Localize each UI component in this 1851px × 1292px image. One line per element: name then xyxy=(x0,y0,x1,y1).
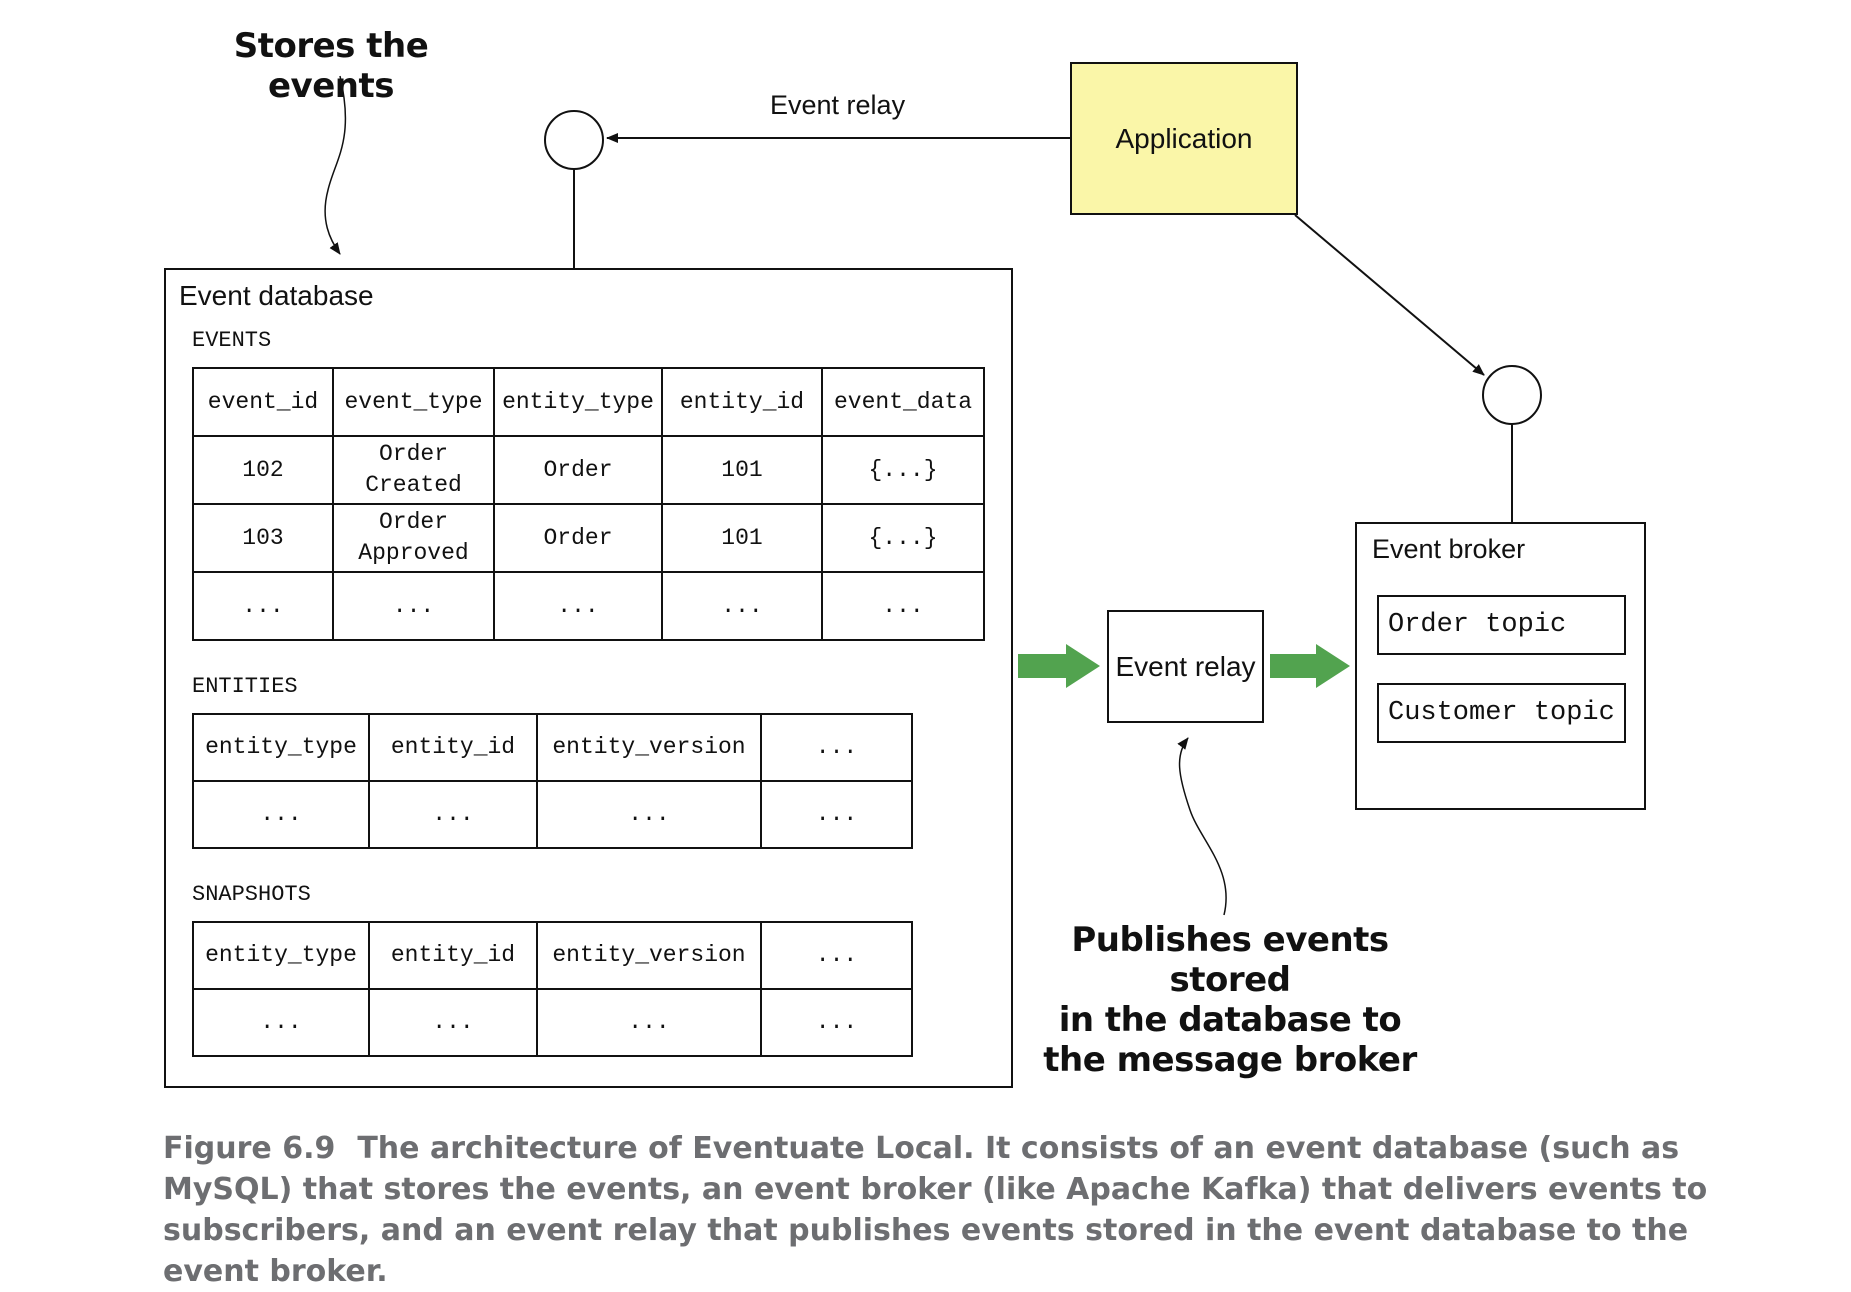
table-cell: ... xyxy=(332,571,495,641)
table-cell: {...} xyxy=(821,435,985,505)
event-relay-box: Event relay xyxy=(1107,610,1264,723)
events-header-cell: event_type xyxy=(332,367,495,437)
snapshots-table-label: SNAPSHOTS xyxy=(192,882,311,907)
customer-topic-box: Customer topic xyxy=(1377,683,1626,743)
snapshots-header-cell: entity_type xyxy=(192,921,370,990)
table-cell: ... xyxy=(368,780,538,849)
entities-table: entity_type entity_id entity_version ...… xyxy=(192,713,913,849)
table-row: 103 Order Approved Order 101 {...} xyxy=(192,503,985,573)
events-header-row: event_id event_type entity_type entity_i… xyxy=(192,367,985,437)
order-topic-box: Order topic xyxy=(1377,595,1626,655)
table-row: ... ... ... ... ... xyxy=(192,571,985,641)
diagram-canvas xyxy=(324,75,1542,916)
table-cell: 101 xyxy=(661,435,823,505)
entities-header-row: entity_type entity_id entity_version ... xyxy=(192,713,913,782)
snapshots-header-cell: ... xyxy=(760,921,913,990)
event-broker-title: Event broker xyxy=(1372,534,1526,564)
event-broker-port-circle xyxy=(1482,365,1542,425)
table-cell: ... xyxy=(536,988,762,1057)
event-relay-top-label: Event relay xyxy=(770,90,906,120)
publishes-callout-arrow xyxy=(1177,737,1227,916)
relay-to-broker-green-arrow xyxy=(1270,644,1350,688)
table-cell: 102 xyxy=(192,435,334,505)
table-row: 102 Order Created Order 101 {...} xyxy=(192,435,985,505)
event-database-port-circle xyxy=(544,110,604,170)
figure-number: Figure 6.9 xyxy=(163,1131,336,1166)
events-header-cell: entity_type xyxy=(493,367,663,437)
application-label: Application xyxy=(1115,122,1253,154)
table-row: ... ... ... ... xyxy=(192,988,913,1057)
publishes-callout-line-2: in the database to xyxy=(1058,1000,1402,1040)
table-row: ... ... ... ... xyxy=(192,780,913,849)
publishes-callout-line-1: Publishes events stored xyxy=(1071,920,1389,1000)
snapshots-table: entity_type entity_id entity_version ...… xyxy=(192,921,913,1057)
table-cell: Order Created xyxy=(332,435,495,505)
snapshots-header-row: entity_type entity_id entity_version ... xyxy=(192,921,913,990)
event-database-box xyxy=(164,268,1013,1088)
table-cell: ... xyxy=(821,571,985,641)
snapshots-header-cell: entity_version xyxy=(536,921,762,990)
entities-header-cell: ... xyxy=(760,713,913,782)
stores-events-callout-arrow xyxy=(324,75,347,255)
publishes-callout-line-3: the message broker xyxy=(1043,1040,1417,1080)
table-cell: ... xyxy=(192,571,334,641)
event-database-title: Event database xyxy=(179,280,374,311)
table-cell: 103 xyxy=(192,503,334,573)
application-to-broker-arrow xyxy=(1294,214,1485,376)
table-cell: ... xyxy=(493,571,663,641)
events-header-cell: entity_id xyxy=(661,367,823,437)
table-cell: ... xyxy=(760,780,913,849)
table-cell: Order xyxy=(493,435,663,505)
entities-header-cell: entity_id xyxy=(368,713,538,782)
events-table-label: EVENTS xyxy=(192,328,272,353)
snapshots-header-cell: entity_id xyxy=(368,921,538,990)
application-box: Application xyxy=(1070,62,1298,215)
table-cell: Order Approved xyxy=(332,503,495,573)
events-table: event_id event_type entity_type entity_i… xyxy=(192,367,985,641)
table-cell: ... xyxy=(192,988,370,1057)
events-header-cell: event_id xyxy=(192,367,334,437)
stores-events-callout: Stores the events xyxy=(233,26,429,106)
table-cell: ... xyxy=(368,988,538,1057)
entities-header-cell: entity_type xyxy=(192,713,370,782)
database-to-relay-green-arrow xyxy=(1018,644,1100,688)
entities-header-cell: entity_version xyxy=(536,713,762,782)
event-relay-label: Event relay xyxy=(1115,650,1256,682)
table-cell: ... xyxy=(536,780,762,849)
table-cell: ... xyxy=(192,780,370,849)
event-broker-box xyxy=(1355,522,1646,810)
table-cell: ... xyxy=(661,571,823,641)
entities-table-label: ENTITIES xyxy=(192,674,298,699)
events-header-cell: event_data xyxy=(821,367,985,437)
table-cell: ... xyxy=(760,988,913,1057)
table-cell: 101 xyxy=(661,503,823,573)
table-cell: Order xyxy=(493,503,663,573)
table-cell: {...} xyxy=(821,503,985,573)
figure-caption-text: The architecture of Eventuate Local. It … xyxy=(163,1131,1708,1289)
publishes-callout: Publishes events stored in the database … xyxy=(1040,920,1420,1080)
